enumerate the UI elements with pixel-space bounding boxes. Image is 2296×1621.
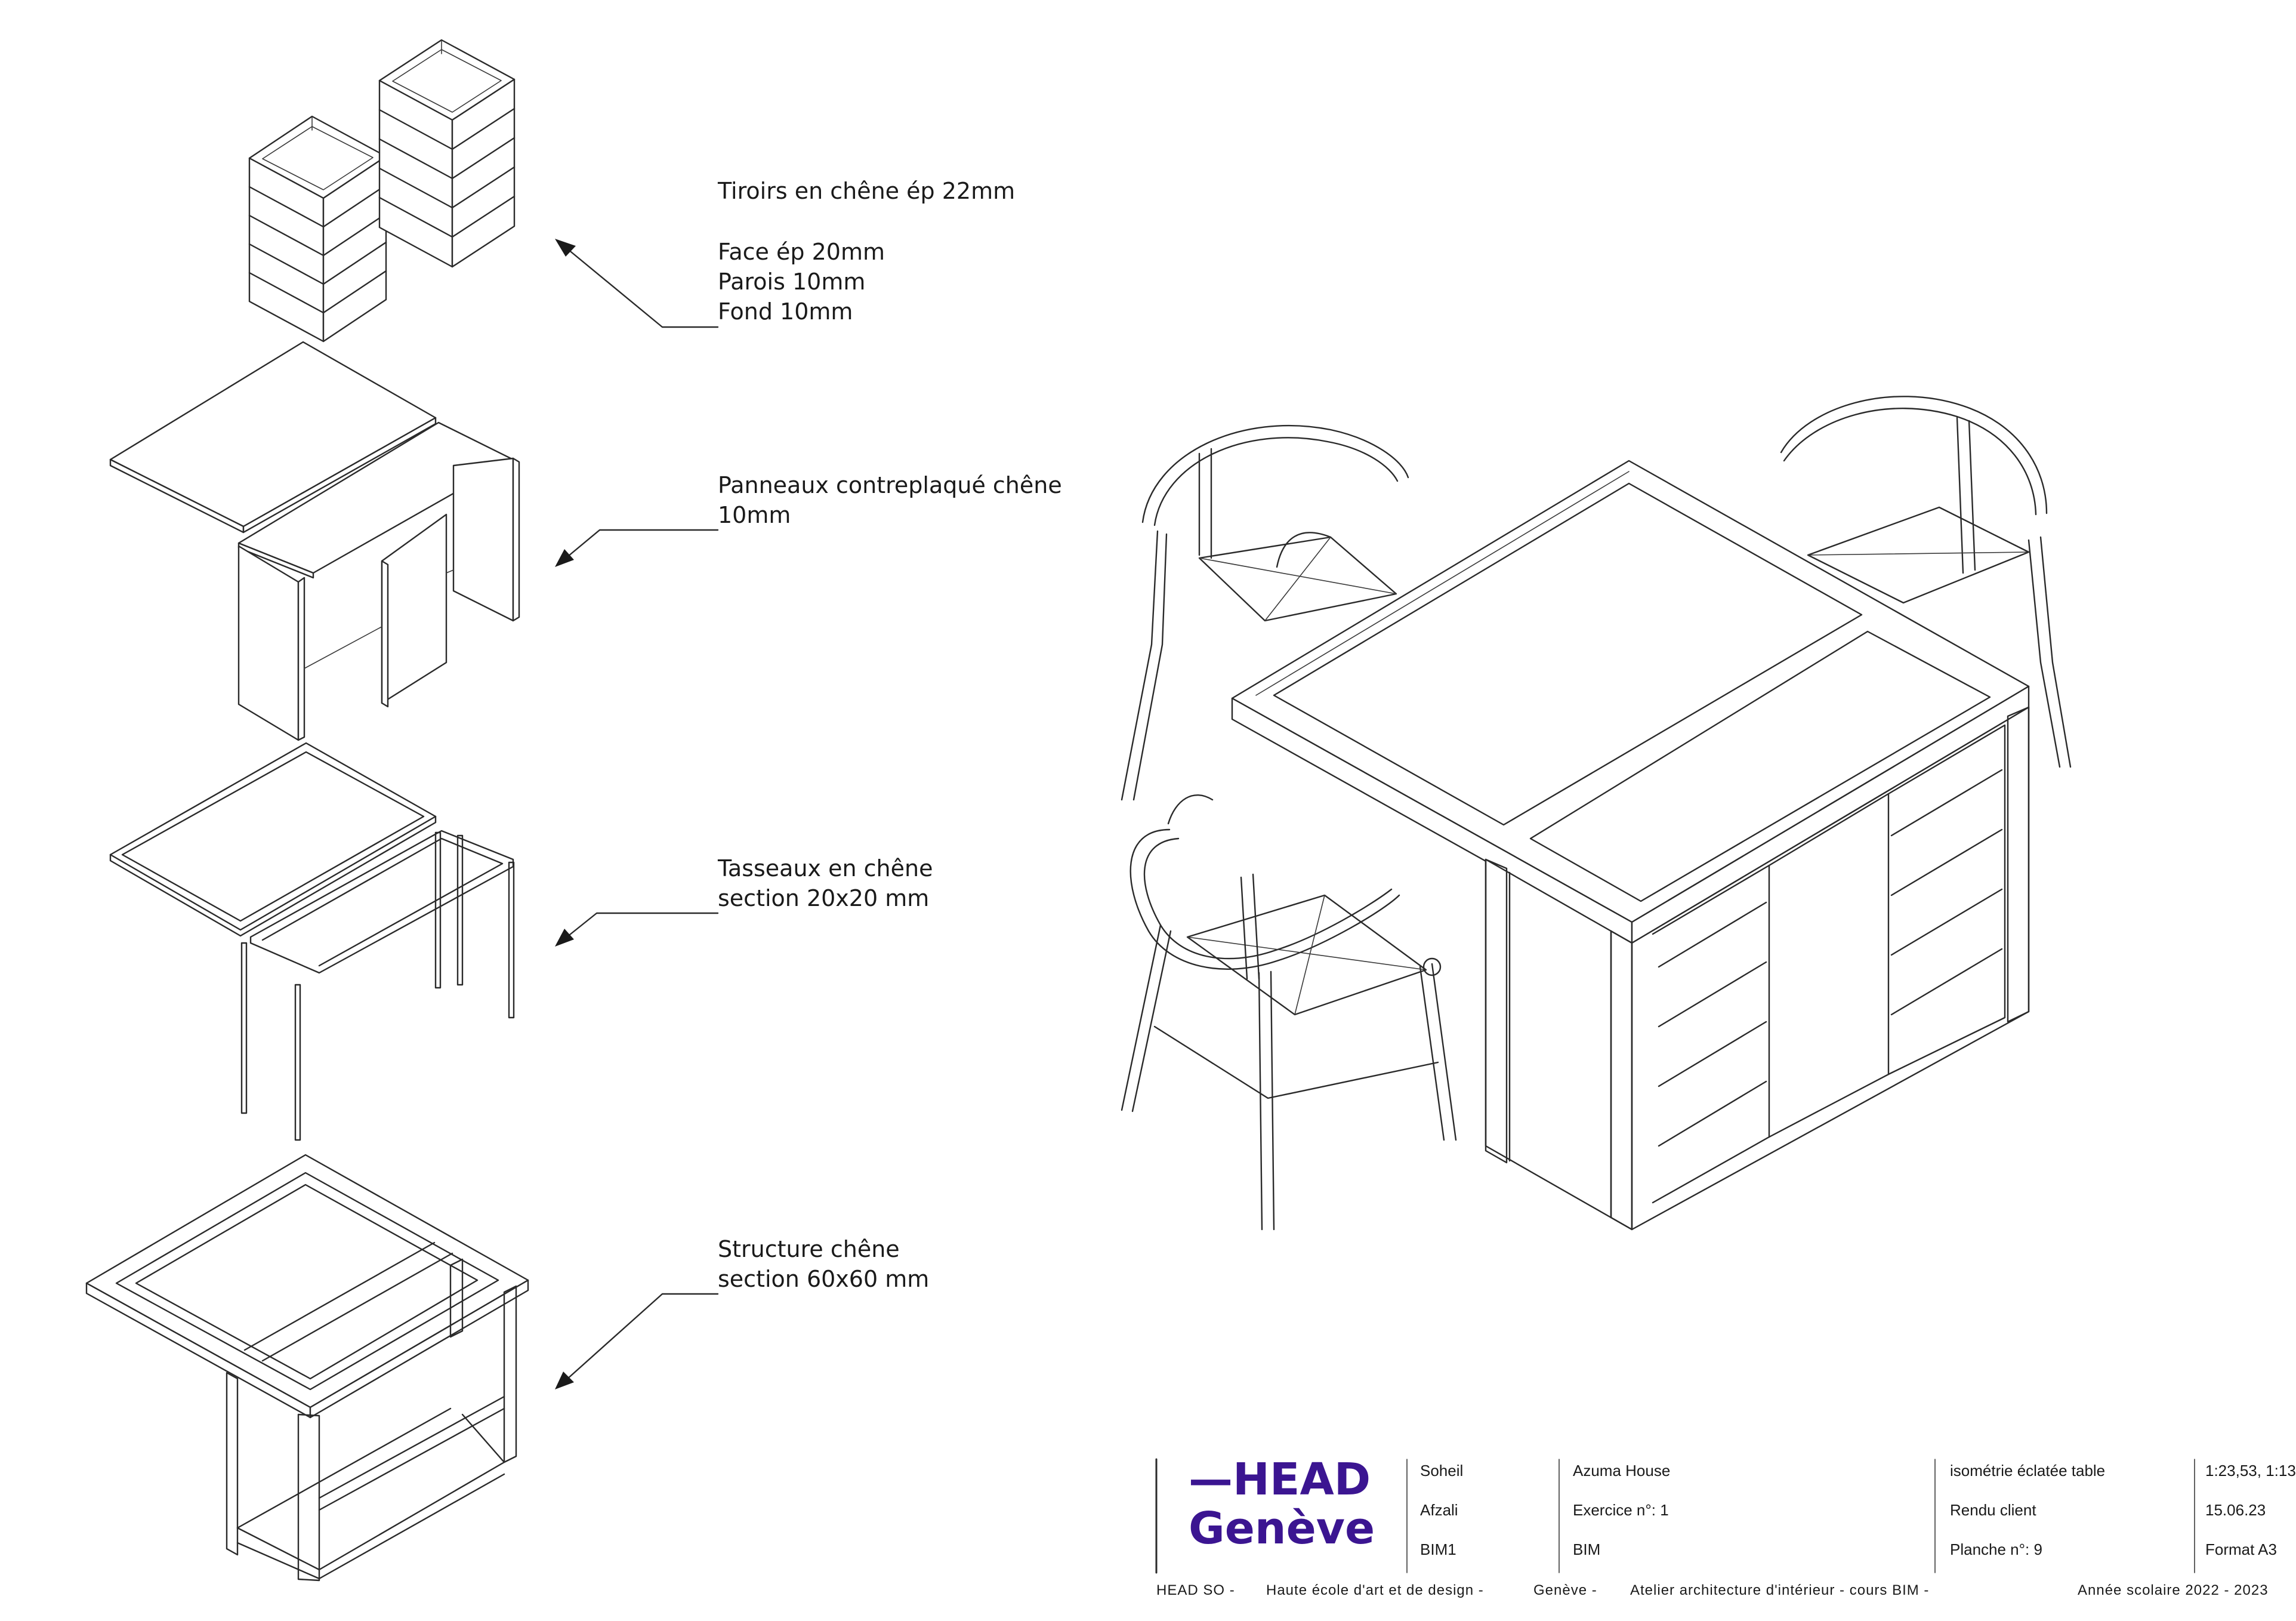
footer-year: Année scolaire 2022 - 2023	[2078, 1582, 2269, 1598]
drawing-date: 15.06.23	[2205, 1501, 2266, 1519]
exploded-battens	[109, 742, 515, 1141]
project-name: Azuma House	[1573, 1462, 1671, 1480]
chair-front-left	[1121, 794, 1457, 1231]
drawers-face-note: Face ép 20mm	[718, 239, 885, 265]
paper-format: Format A3	[2205, 1540, 2277, 1558]
exercise-number: Exercice n°: 1	[1573, 1501, 1669, 1519]
author-class: BIM1	[1420, 1540, 1456, 1558]
drawers-bottom-note: Fond 10mm	[718, 298, 853, 325]
panels-note-line2: 10mm	[718, 502, 791, 528]
author-first-name: Soheil	[1420, 1462, 1464, 1480]
battens-note-line2: section 20x20 mm	[718, 885, 930, 911]
drawer-stack-right	[378, 39, 516, 268]
drawers-title: Tiroirs en chêne ép 22mm	[718, 178, 1016, 204]
sheet-title: isométrie éclatée table	[1950, 1462, 2106, 1480]
chair-back-left	[1121, 424, 1409, 801]
sheet-purpose: Rendu client	[1950, 1501, 2036, 1519]
sheet-number: Planche n°: 9	[1950, 1540, 2042, 1558]
panels-note-line1: Panneaux contreplaqué chêne	[718, 472, 1062, 498]
logo-line-head: —HEAD	[1189, 1454, 1371, 1505]
footer-school: HEAD SO -	[1156, 1582, 1235, 1598]
exploded-structure	[85, 1154, 529, 1582]
footer-course: Atelier architecture d'intérieur - cours…	[1630, 1582, 1930, 1598]
exploded-panels	[109, 341, 520, 741]
drawers-walls-note: Parois 10mm	[718, 269, 866, 295]
chair-back-right	[1780, 396, 2072, 768]
footer-city: Genève -	[1533, 1582, 1597, 1598]
exploded-drawers	[248, 39, 516, 343]
structure-note-line2: section 60x60 mm	[718, 1266, 930, 1292]
title-block-rules	[1155, 1458, 2195, 1574]
head-geneve-logo: —HEAD Genève	[1189, 1455, 1375, 1553]
battens-note-line1: Tasseaux en chêne	[718, 855, 933, 882]
structure-note-line1: Structure chêne	[718, 1236, 900, 1262]
logo-line-geneve: Genève	[1189, 1503, 1375, 1554]
assembled-table	[1121, 396, 2072, 1231]
drawer-stack-left	[248, 115, 387, 343]
footer-faculty: Haute école d'art et de design -	[1266, 1582, 1484, 1598]
leader-arrows	[555, 239, 719, 1389]
drawing-scale: 1:23,53, 1:13	[2205, 1462, 2296, 1480]
project-course: BIM	[1573, 1540, 1601, 1558]
author-last-name: Afzali	[1420, 1501, 1458, 1519]
